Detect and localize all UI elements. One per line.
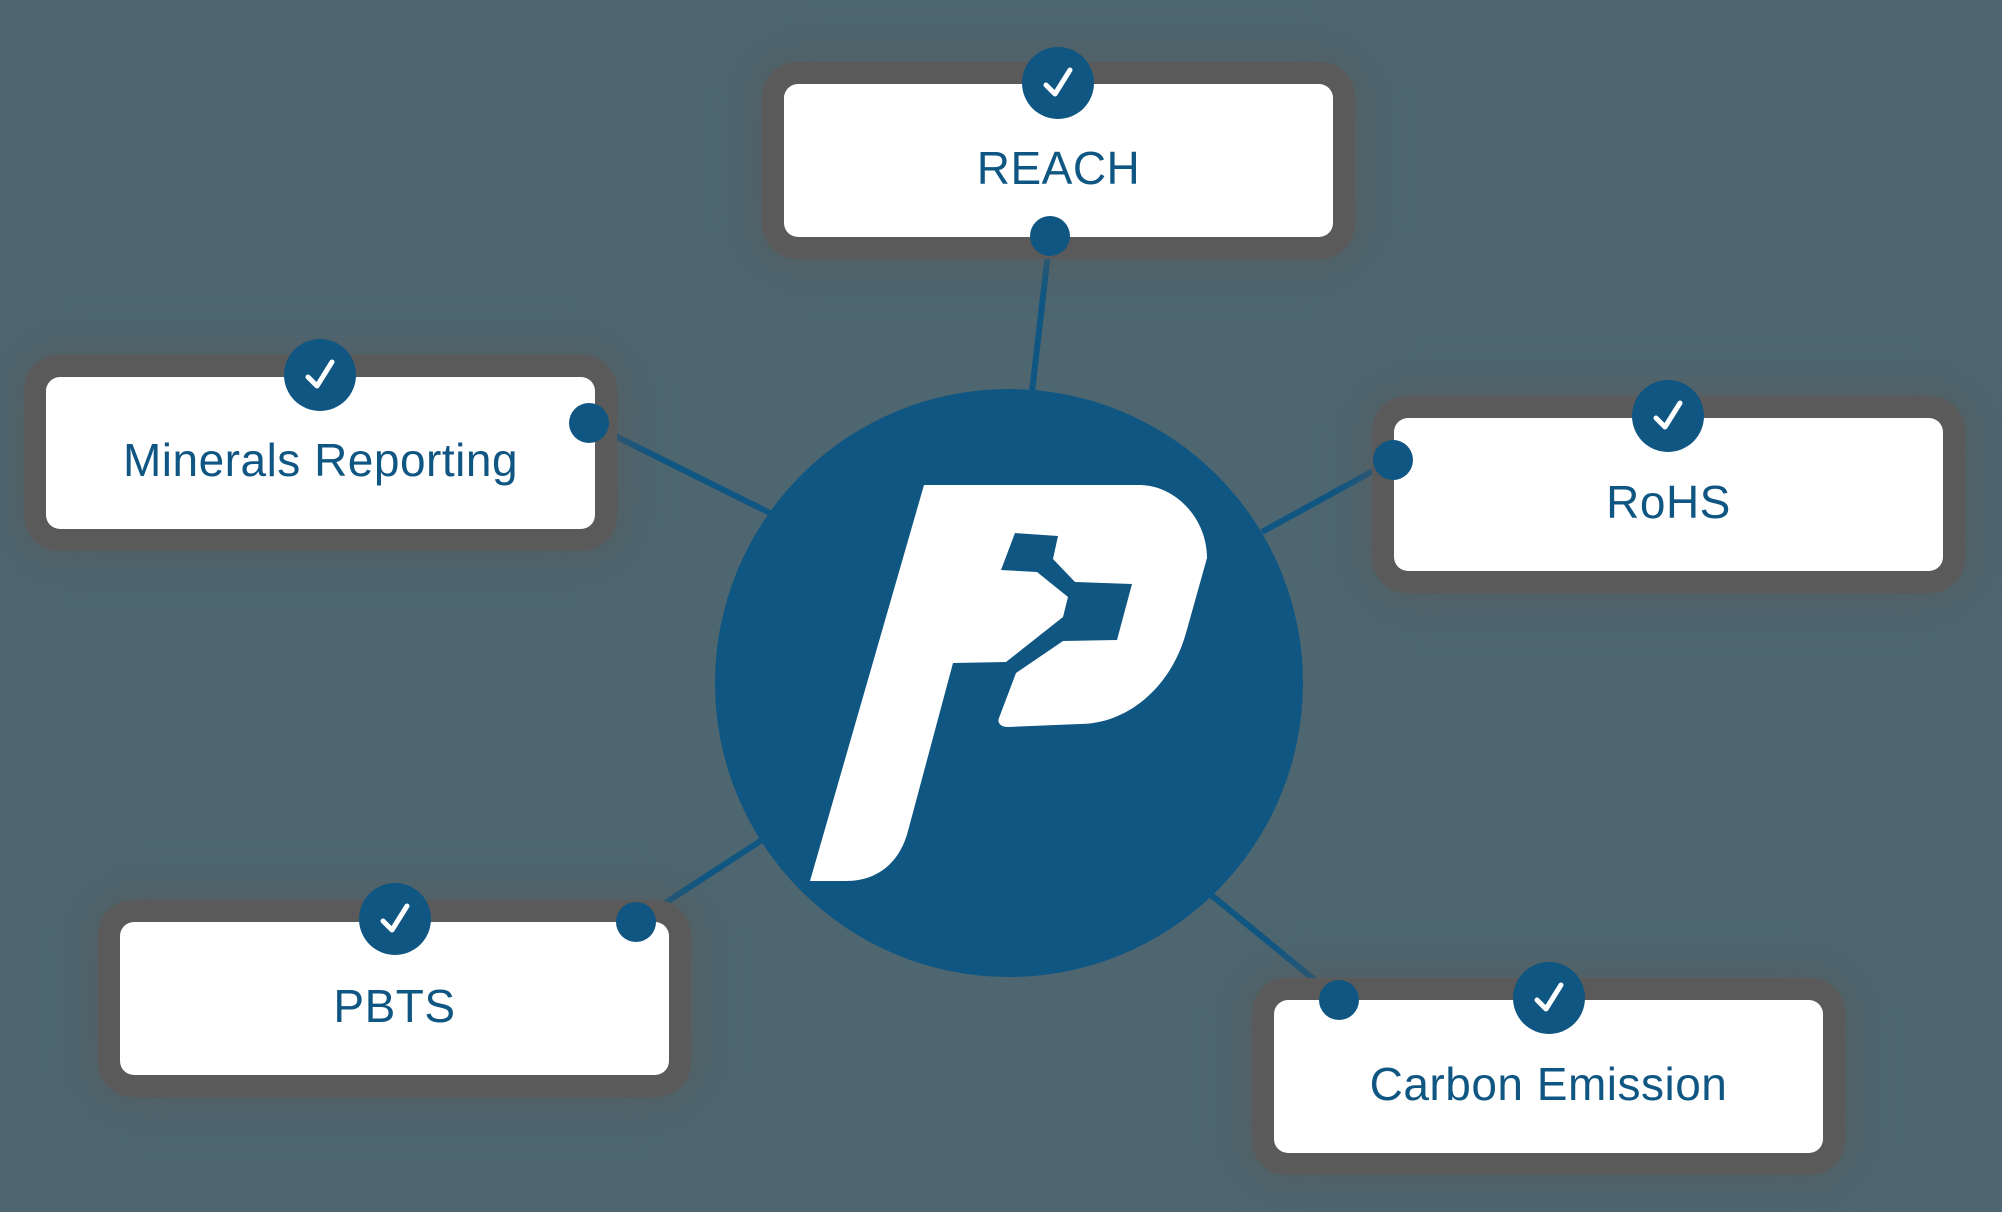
node-label: Carbon Emission	[1369, 1057, 1728, 1110]
connector-dot	[1030, 216, 1070, 256]
connector-minerals	[587, 420, 774, 517]
connector-reach	[1029, 235, 1053, 393]
check-icon	[1513, 962, 1585, 1034]
connector-carbon	[1208, 891, 1341, 1003]
connector-dot	[616, 902, 656, 942]
connector-pbts	[634, 837, 764, 925]
connector-lines	[587, 235, 1395, 1003]
connector-rohs	[1260, 457, 1395, 535]
node-label: PBTS	[333, 979, 456, 1032]
check-icon	[359, 883, 431, 955]
node-label: REACH	[976, 141, 1141, 194]
check-icon	[284, 339, 356, 411]
node-label: Minerals Reporting	[122, 434, 519, 486]
connector-dot	[1373, 440, 1413, 480]
check-icon	[1632, 380, 1704, 452]
node-label: RoHS	[1606, 475, 1731, 528]
connector-dot	[569, 403, 609, 443]
p-logo-icon	[810, 485, 1207, 881]
connector-dot	[1319, 980, 1359, 1020]
hub-circle	[715, 389, 1303, 977]
check-icon	[1022, 47, 1094, 119]
